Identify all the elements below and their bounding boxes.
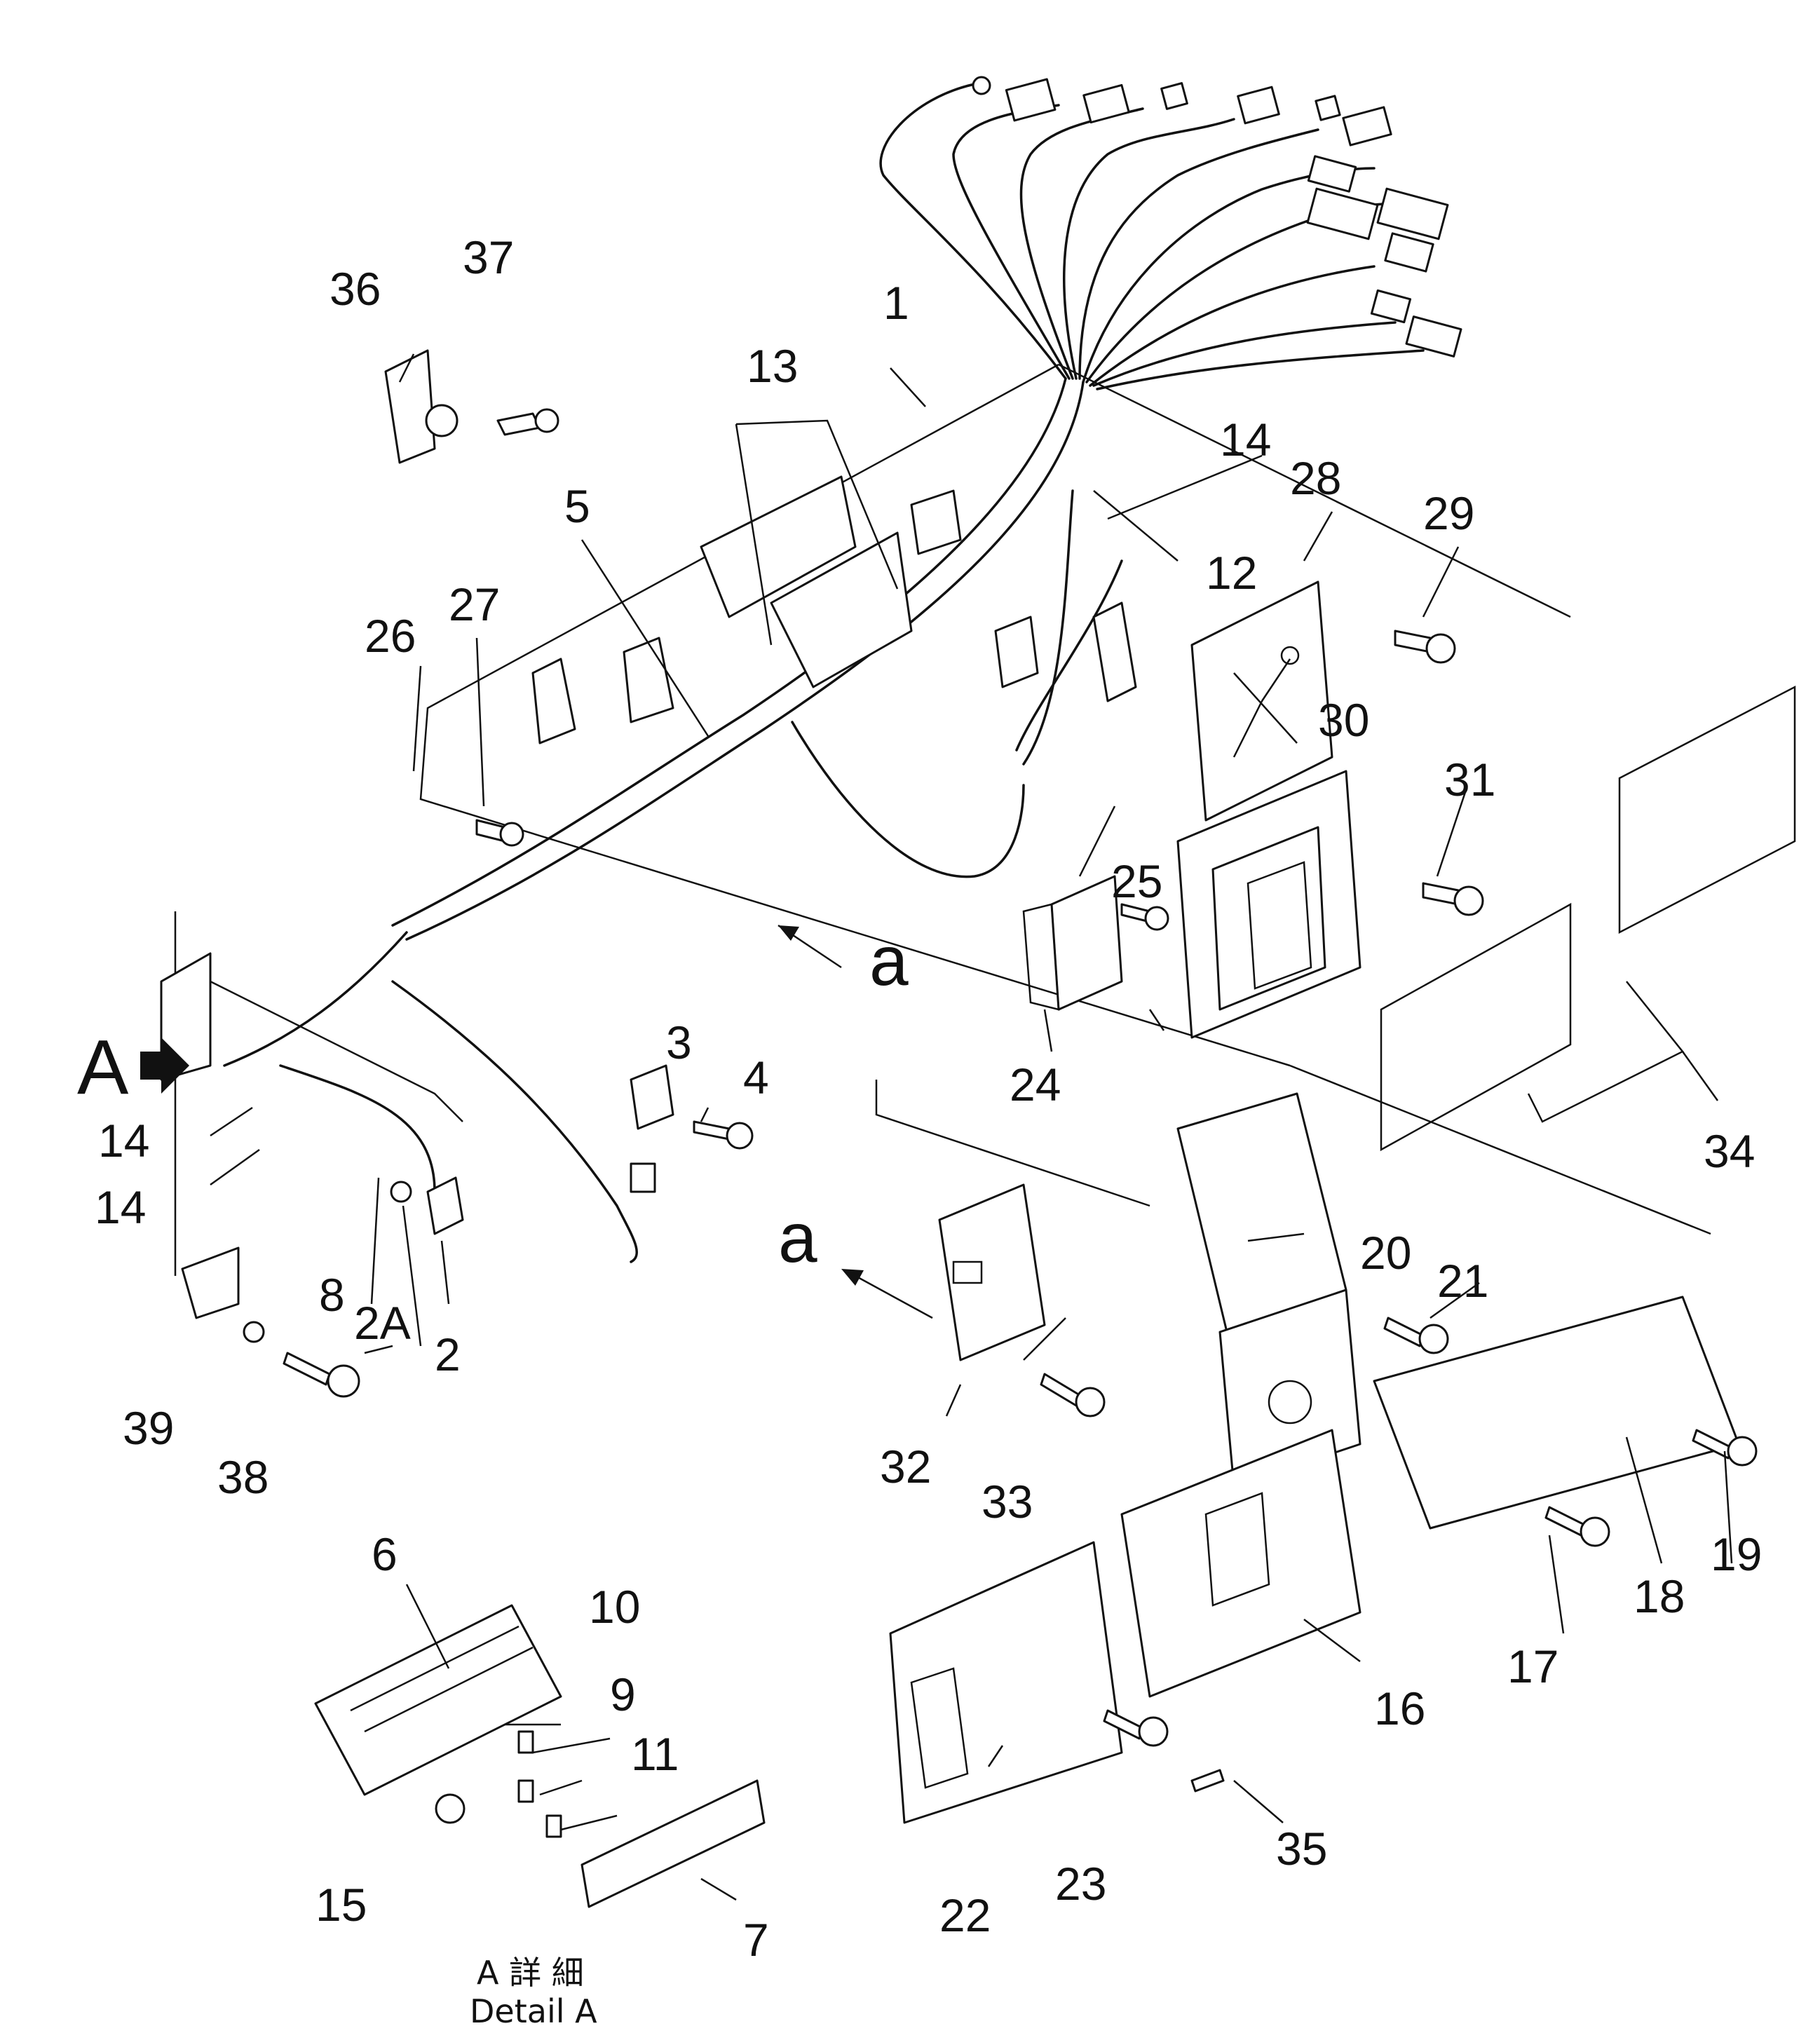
callout-15: 15 — [315, 1879, 367, 1931]
callout-35: 35 — [1276, 1823, 1327, 1875]
callout-20: 20 — [1360, 1227, 1411, 1279]
callout-21: 21 — [1437, 1255, 1488, 1307]
callout-30: 30 — [1318, 694, 1369, 746]
callout-4: 4 — [743, 1052, 769, 1103]
callout-18: 18 — [1634, 1570, 1685, 1622]
harness-connectors — [1005, 78, 1462, 358]
relay-block-24 — [1022, 875, 1123, 1011]
callout-28: 28 — [1290, 452, 1341, 504]
air-ducts — [889, 1092, 1740, 1824]
callout-39: 39 — [123, 1402, 174, 1454]
callout-24: 24 — [1010, 1059, 1061, 1110]
callout-2a: 2A — [354, 1297, 411, 1349]
callout-5: 5 — [564, 480, 590, 532]
callout-37: 37 — [463, 231, 514, 283]
leader-lines — [210, 353, 1733, 1901]
view-a-marker: A — [77, 1024, 129, 1110]
arrow-ref-a-upper: a — [869, 922, 909, 1000]
callout-7: 7 — [743, 1914, 769, 1966]
wire-harness — [223, 76, 1425, 1263]
direction-arrows — [777, 924, 933, 1319]
callout-14-low: 14 — [95, 1181, 146, 1233]
callout-32: 32 — [880, 1441, 931, 1493]
callout-10: 10 — [589, 1581, 640, 1633]
cover-frame-30 — [1176, 770, 1361, 1039]
callout-1: 1 — [883, 277, 909, 329]
callout-36: 36 — [330, 263, 381, 315]
callout-25: 25 — [1111, 855, 1162, 907]
arrow-ref-a-lower: a — [778, 1199, 817, 1277]
callout-6: 6 — [372, 1528, 398, 1580]
controller-unit-28 — [1190, 580, 1333, 822]
callout-19: 19 — [1711, 1528, 1762, 1580]
view-a-arrow — [140, 1038, 189, 1094]
callout-23: 23 — [1055, 1858, 1106, 1910]
callout-3: 3 — [666, 1016, 692, 1068]
callout-14-mid: 14 — [98, 1115, 149, 1167]
callout-34: 34 — [1704, 1125, 1755, 1177]
bolts — [243, 408, 1758, 1824]
callout-8: 8 — [319, 1269, 345, 1321]
callout-16: 16 — [1374, 1682, 1425, 1734]
callout-38: 38 — [217, 1451, 269, 1503]
callout-17: 17 — [1507, 1640, 1558, 1692]
callout-22: 22 — [939, 1889, 991, 1941]
fuse-box-6 — [314, 1604, 766, 1908]
callout-2: 2 — [435, 1328, 461, 1380]
callout-27: 27 — [449, 578, 500, 630]
callout-13: 13 — [747, 340, 798, 392]
callout-12: 12 — [1206, 547, 1257, 599]
callout-26: 26 — [365, 610, 416, 662]
callout-labels: 1 2 2A 3 4 5 6 7 8 9 10 11 12 13 14 14 1… — [77, 231, 1762, 2030]
callout-29: 29 — [1423, 487, 1474, 539]
small-components — [384, 349, 674, 1235]
controller-32 — [938, 1183, 1046, 1361]
callout-14-top: 14 — [1220, 414, 1271, 465]
callout-31: 31 — [1444, 754, 1495, 805]
detail-caption-jp: A 詳 細 — [477, 1954, 584, 1992]
callout-9: 9 — [610, 1668, 636, 1720]
detail-caption-en: Detail A — [470, 1992, 597, 2030]
callout-33: 33 — [982, 1476, 1033, 1528]
callout-11: 11 — [631, 1728, 679, 1780]
decals-34 — [1380, 685, 1796, 1152]
